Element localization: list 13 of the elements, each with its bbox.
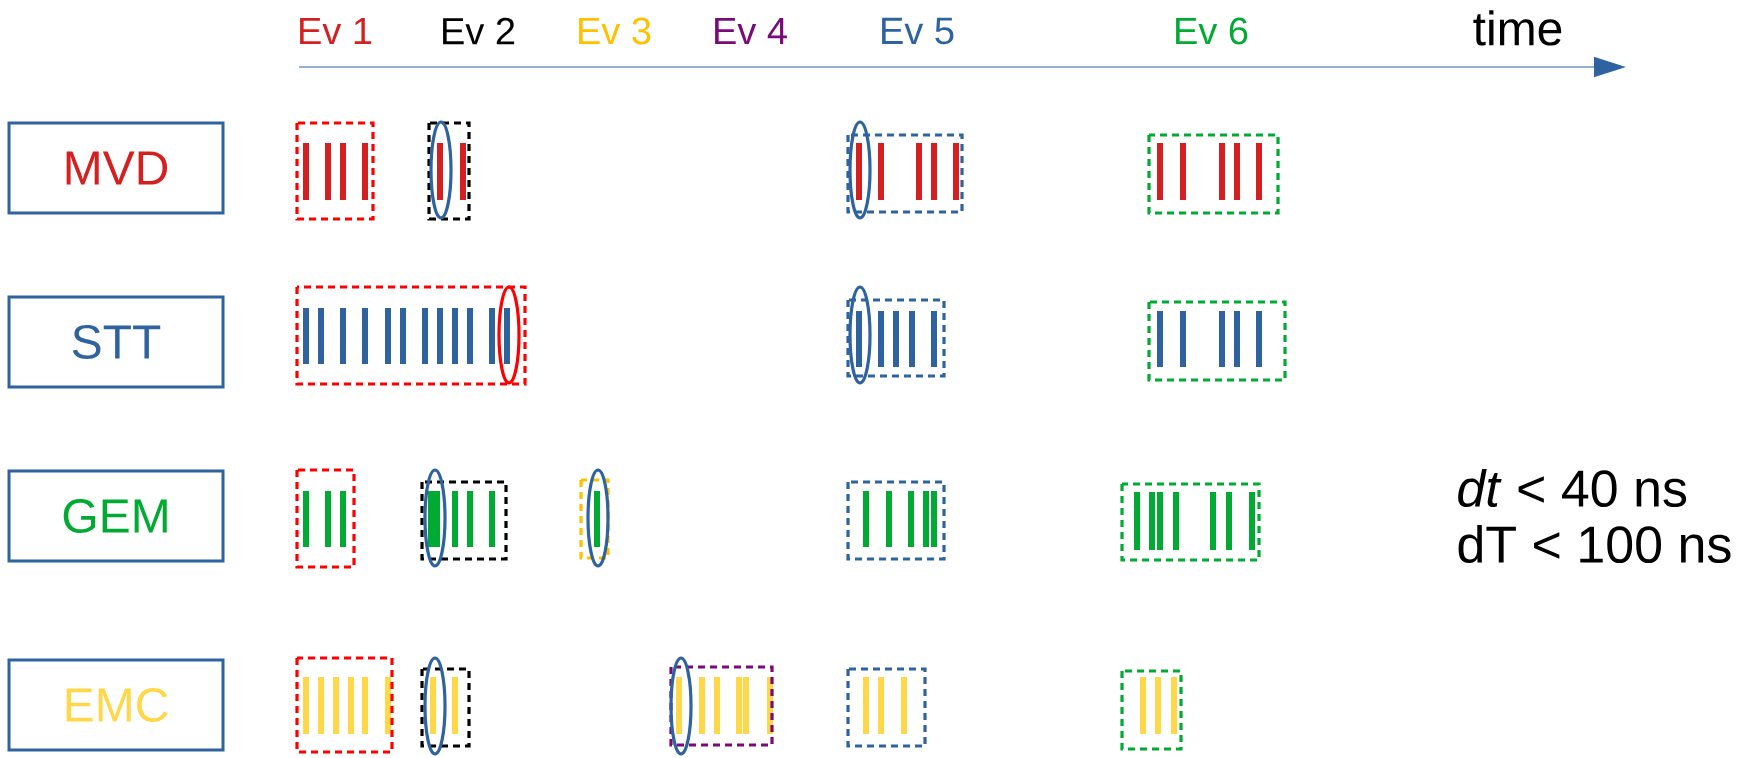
event-label: Ev 1: [300, 17, 372, 45]
event-label: Ev 2: [443, 17, 515, 45]
detector-box: MVD: [7, 121, 225, 215]
event-label: Ev 5: [882, 17, 954, 45]
detector-box: EMC: [7, 658, 225, 752]
axis-label: time: [1473, 10, 1562, 46]
detector-box: STT: [7, 295, 225, 389]
event-label: Ev 6: [1176, 17, 1248, 45]
window-note: dt < 40 ns: [1458, 468, 1687, 508]
event-label: Ev 4: [715, 17, 787, 45]
window-note: dT < 100 ns: [1458, 524, 1731, 564]
detector-box: GEM: [7, 469, 225, 563]
event-label: Ev 3: [579, 17, 651, 45]
